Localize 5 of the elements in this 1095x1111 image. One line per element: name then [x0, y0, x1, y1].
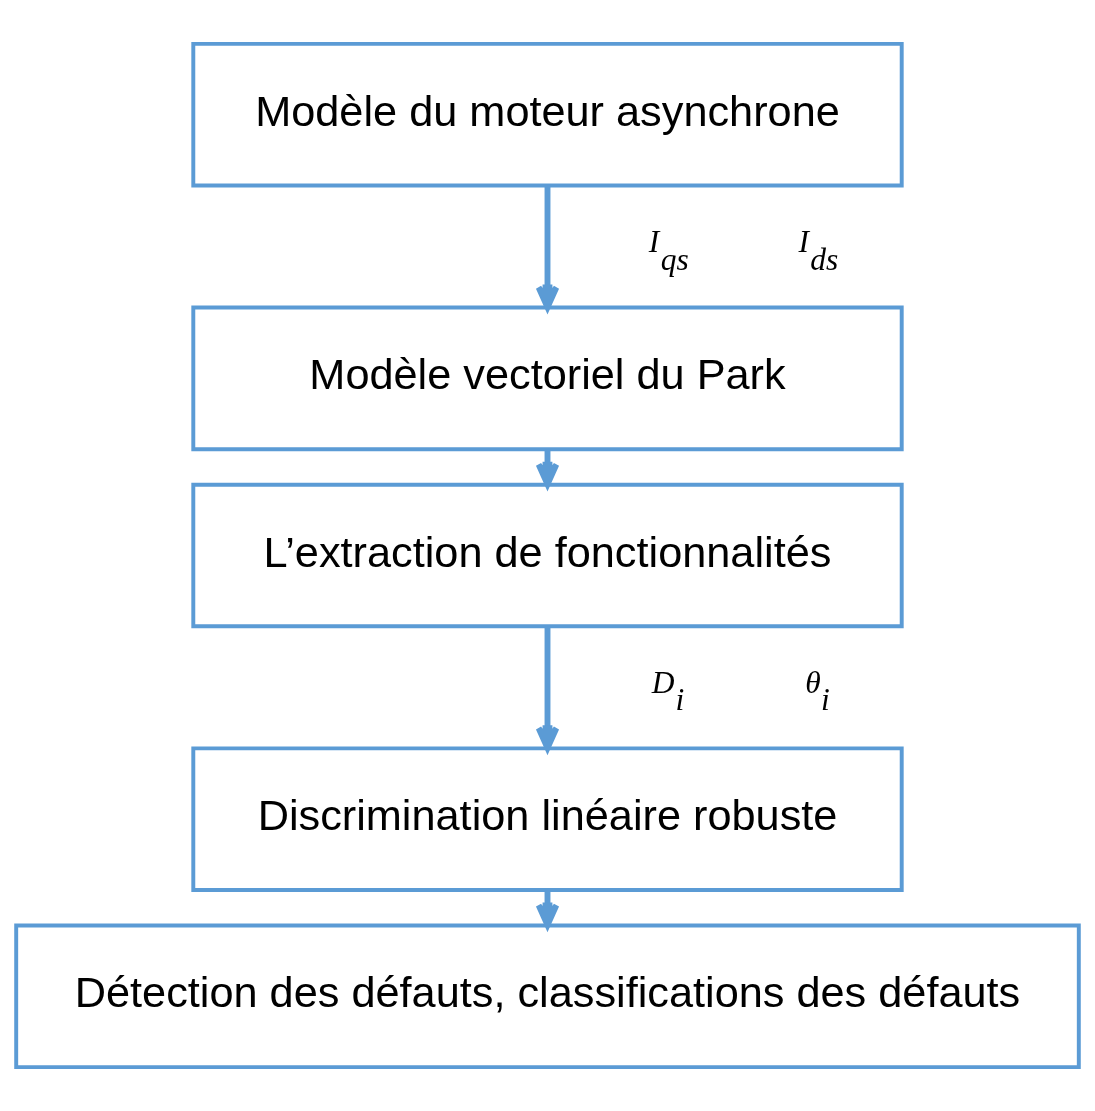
node-box: Modèle vectoriel du Park [191, 305, 904, 452]
node-box: Détection des défauts, classifications des défauts [14, 923, 1081, 1070]
node-box: Modèle du moteur asynchrone [191, 41, 904, 188]
node-box: L’extraction de fonctionnalités [191, 482, 904, 629]
node-box: Discrimination linéaire robuste [191, 746, 904, 892]
